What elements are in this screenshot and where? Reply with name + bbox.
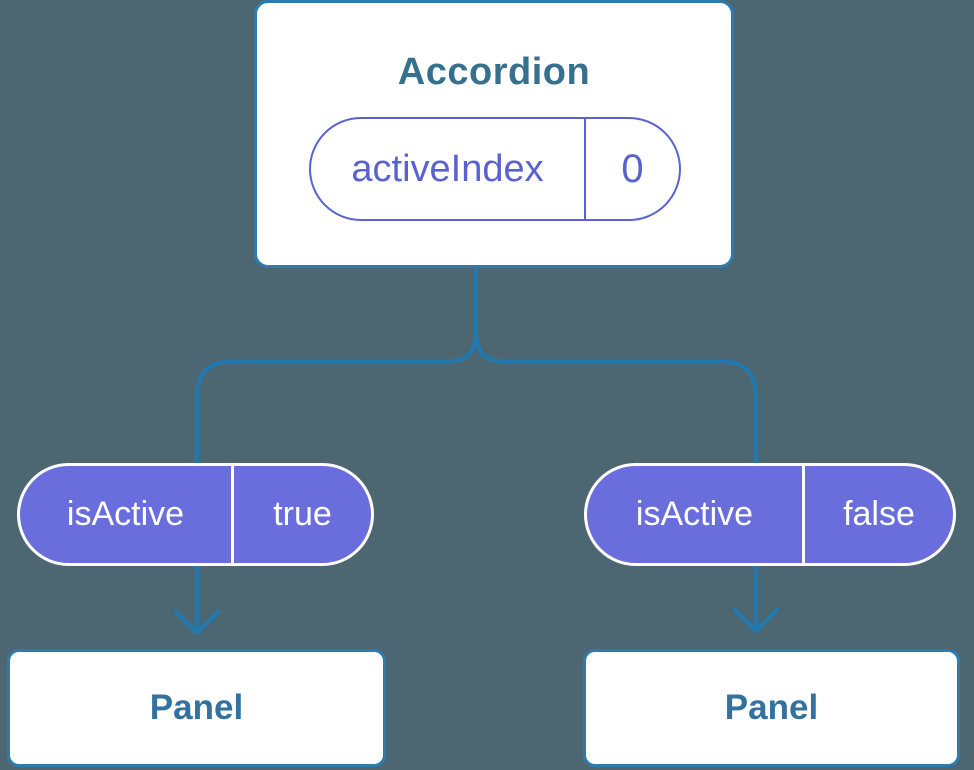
prop-name: isActive bbox=[20, 466, 234, 563]
panel-card-right: Panel bbox=[583, 649, 960, 767]
connector-left-branch bbox=[194, 262, 479, 632]
prop-value: false bbox=[843, 495, 915, 533]
arrowhead-right-icon bbox=[732, 607, 780, 634]
arrowhead-left-icon bbox=[173, 609, 221, 636]
panel-card-left: Panel bbox=[7, 649, 386, 767]
state-pill-activeindex: activeIndex 0 bbox=[309, 117, 681, 221]
accordion-component-card: Accordion activeIndex 0 bbox=[254, 0, 734, 268]
panel-title: Panel bbox=[149, 688, 244, 727]
state-value: 0 bbox=[621, 146, 644, 191]
panel-title: Panel bbox=[724, 688, 819, 727]
component-title: Accordion bbox=[397, 51, 591, 93]
prop-value: true bbox=[273, 495, 332, 533]
prop-pill-isactive-false: isActive false bbox=[584, 463, 956, 566]
prop-name: isActive bbox=[587, 466, 805, 563]
connector-right-branch bbox=[473, 330, 759, 630]
state-name: activeIndex bbox=[311, 119, 586, 219]
prop-pill-isactive-true: isActive true bbox=[17, 463, 374, 566]
